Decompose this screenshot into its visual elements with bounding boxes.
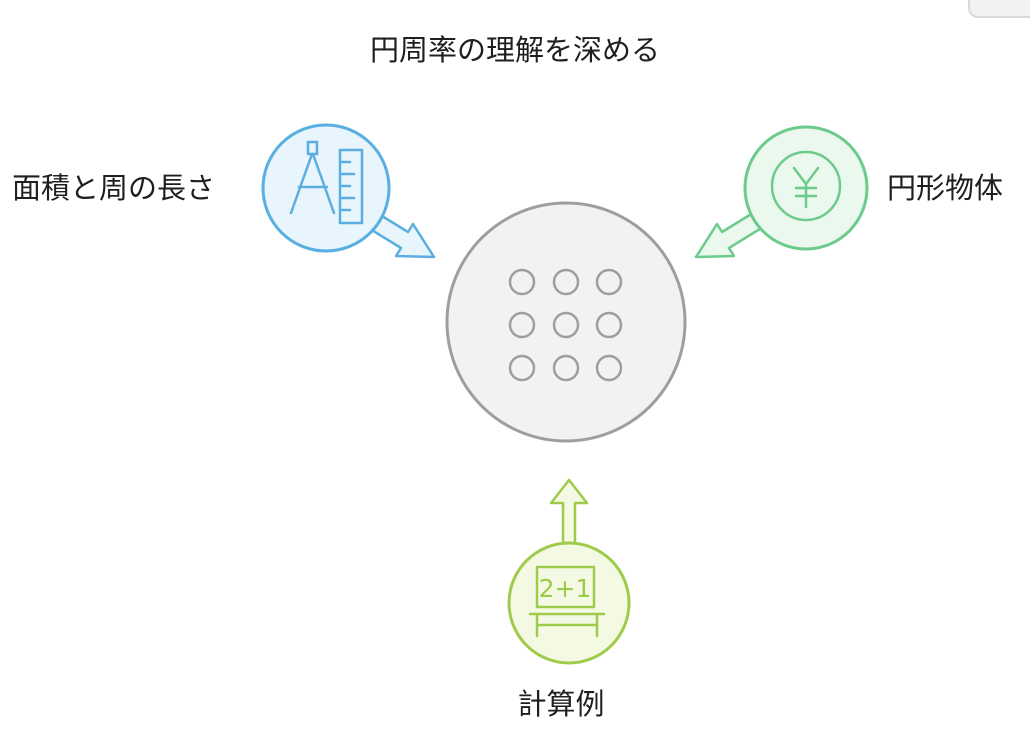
dot-grid-icon xyxy=(508,268,623,382)
diagram-title: 円周率の理解を深める xyxy=(369,33,660,67)
corner-tab[interactable] xyxy=(968,0,1030,18)
node-objects[interactable] xyxy=(694,125,869,259)
label-objects: 円形物体 xyxy=(887,171,1004,205)
node-calc[interactable]: 2+1 xyxy=(507,478,631,665)
label-calc: 計算例 xyxy=(517,687,605,721)
yen-coin-icon xyxy=(770,150,842,222)
arrow-calc-to-center xyxy=(549,478,589,550)
center-hub xyxy=(445,201,687,443)
label-area: 面積と周の長さ xyxy=(12,171,216,205)
compass-ruler-icon xyxy=(289,140,364,225)
chalkboard-icon xyxy=(528,565,606,638)
chalkboard-text: 2+1 xyxy=(539,574,592,603)
node-area[interactable] xyxy=(261,123,436,259)
